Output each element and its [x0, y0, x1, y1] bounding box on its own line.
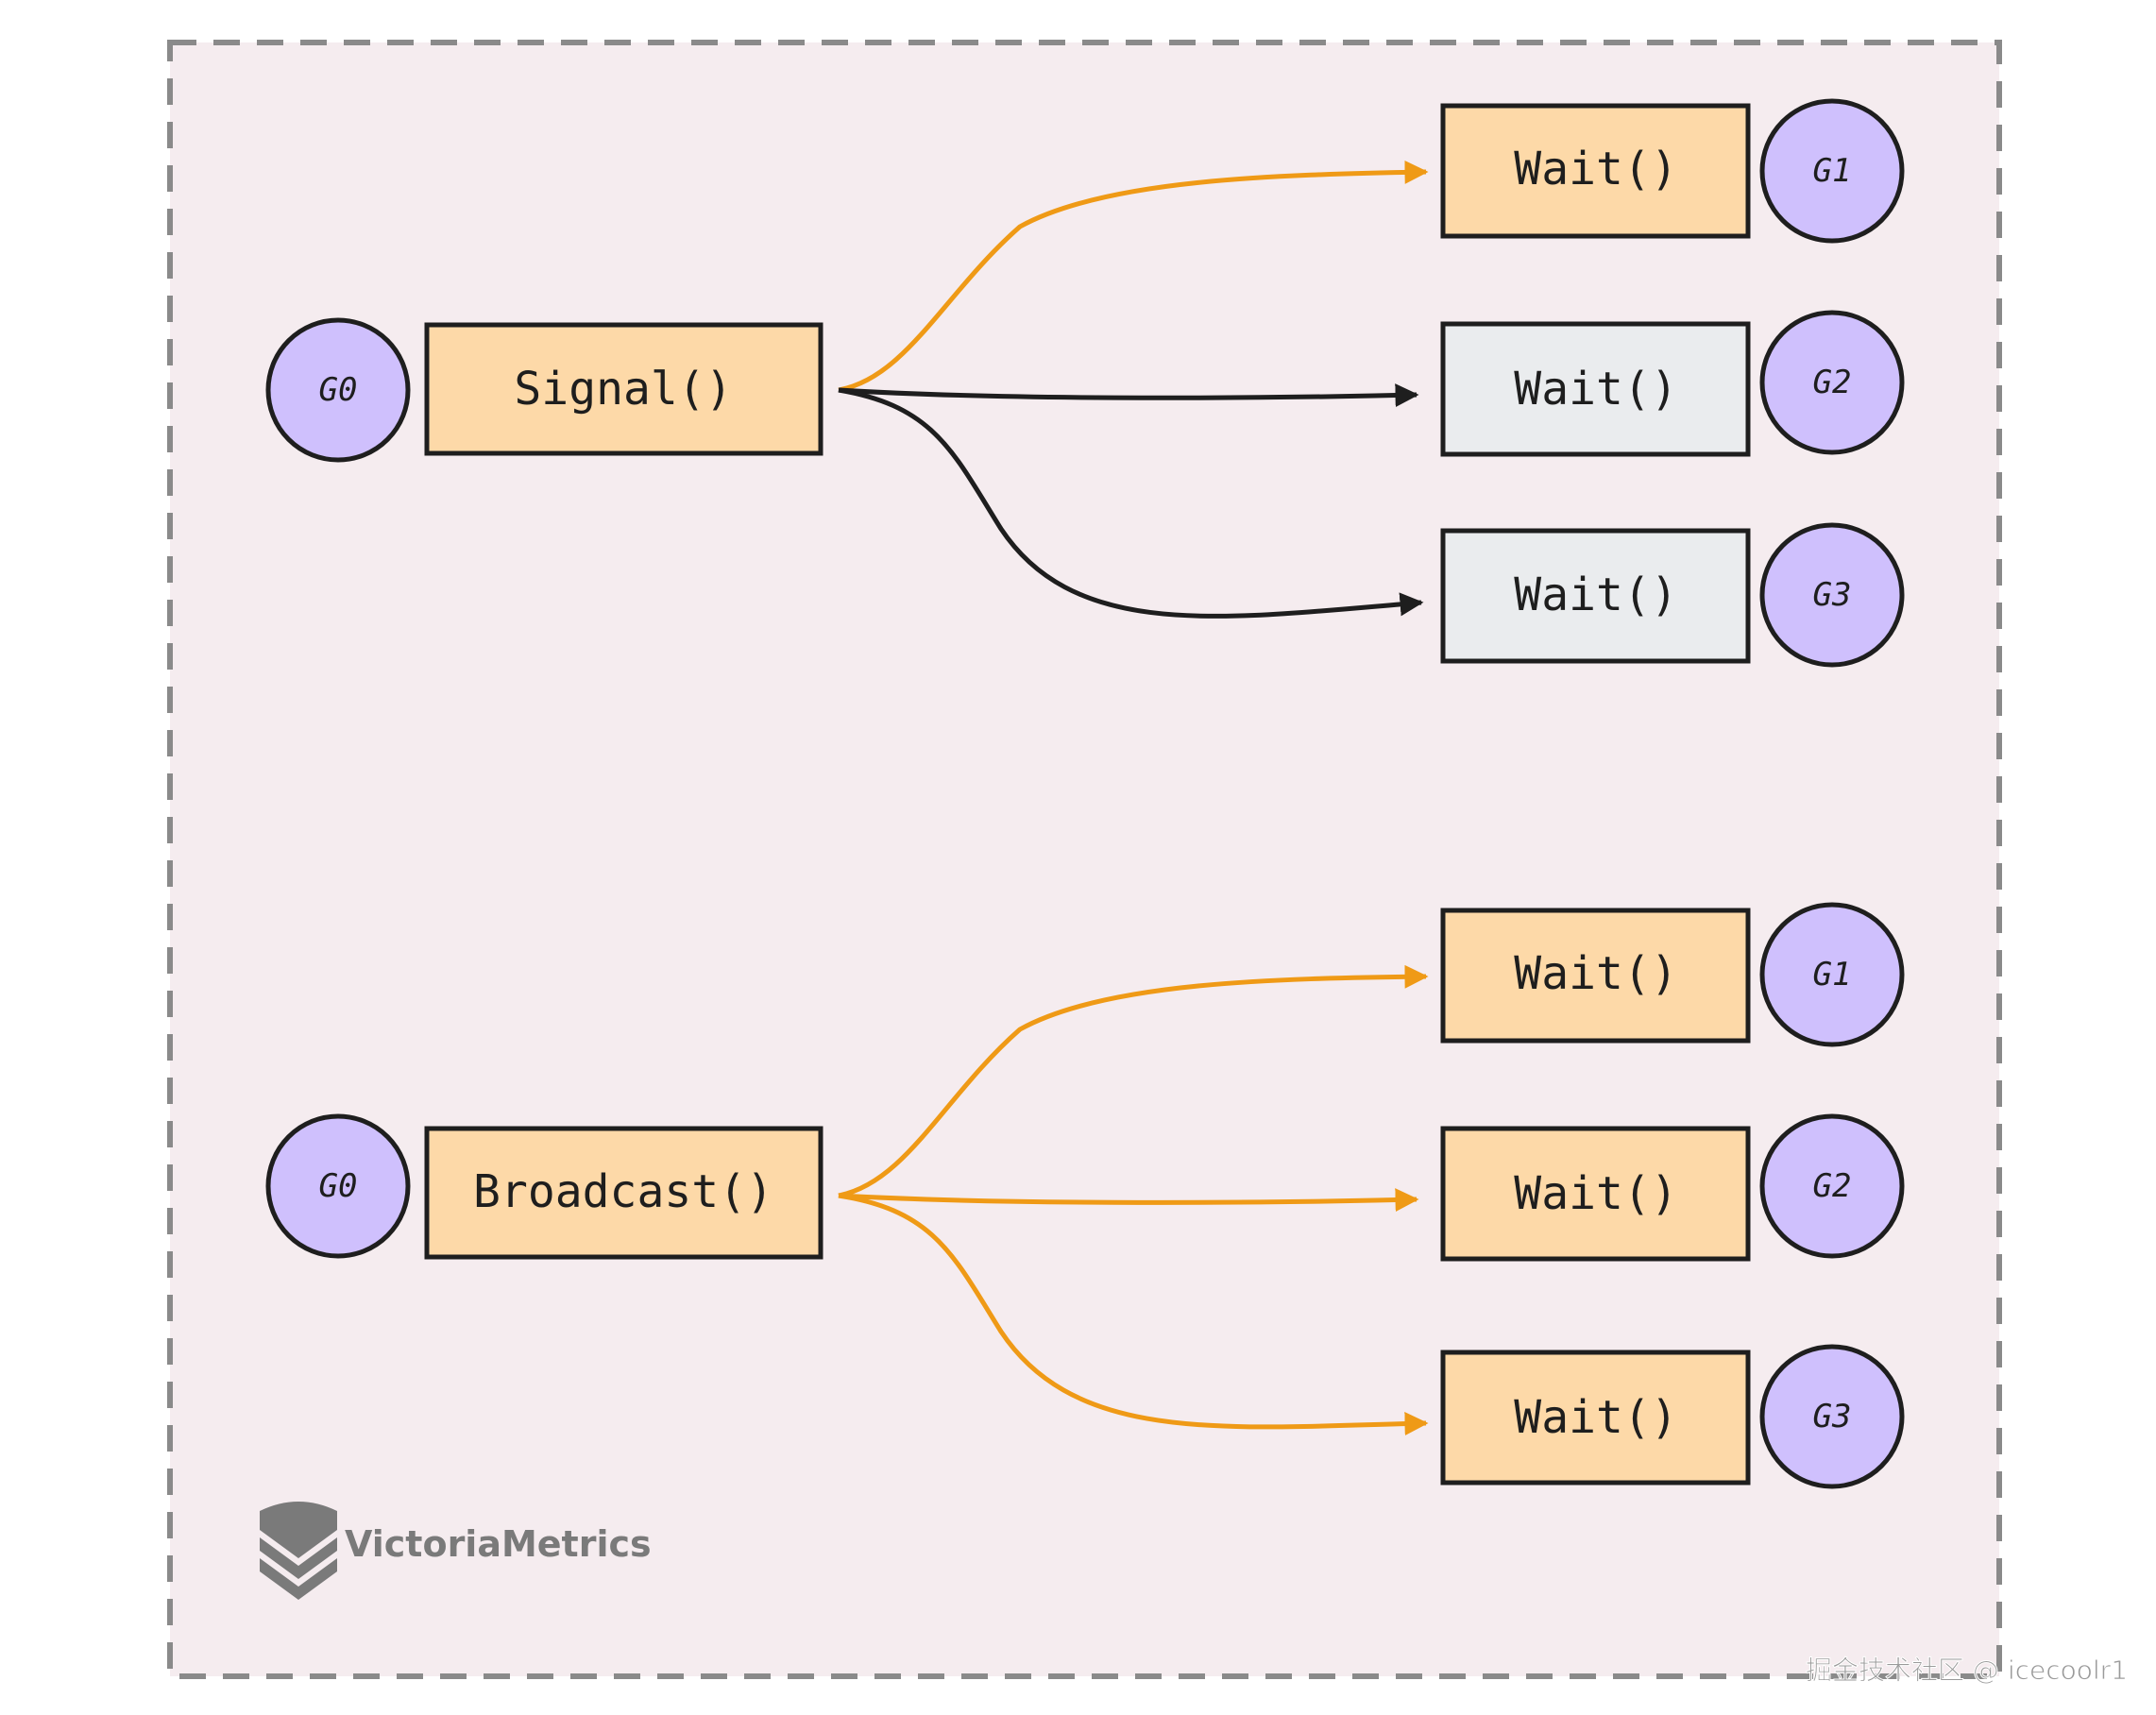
signal-box — [424, 322, 823, 456]
broadcast-wait-box-g2 — [1440, 1126, 1751, 1262]
goroutine-g2-signal-label: G2 — [1813, 364, 1852, 401]
goroutine-g3-broadcast — [1759, 1344, 1905, 1489]
broadcast-wait-label-g3: Wait() — [1514, 1391, 1677, 1444]
broadcast-arrow-g1 — [838, 964, 1429, 1198]
goroutine-g3-signal-label: G3 — [1813, 576, 1852, 614]
goroutine-g0-broadcast-label: G0 — [319, 1167, 358, 1205]
goroutine-g2-broadcast-label: G2 — [1813, 1167, 1852, 1205]
goroutine-g2-signal — [1759, 310, 1905, 455]
goroutine-g0-signal-label: G0 — [319, 371, 358, 409]
signal-wait-label-g3: Wait() — [1514, 569, 1677, 621]
signal-wait-label-g2: Wait() — [1514, 363, 1677, 416]
goroutine-g3-broadcast-label: G3 — [1813, 1398, 1852, 1435]
signal-wait-box-g2 — [1440, 321, 1751, 457]
signal-arrow-g2 — [838, 383, 1419, 408]
broadcast-arrow-g2 — [838, 1188, 1419, 1213]
victoriametrics-logo: VictoriaMetrics — [260, 1502, 652, 1600]
goroutine-g1-signal — [1759, 98, 1905, 244]
broadcast-wait-label-g1: Wait() — [1514, 947, 1677, 1000]
victoriametrics-logo-text: VictoriaMetrics — [345, 1523, 652, 1565]
signal-arrow-g1 — [838, 160, 1429, 393]
victoriametrics-logo-icon — [260, 1502, 337, 1600]
goroutine-g1-broadcast — [1759, 902, 1905, 1047]
broadcast-wait-box-g3 — [1440, 1350, 1751, 1486]
watermark-text: 掘金技术社区 @ icecoolr1 — [1806, 1655, 2128, 1686]
broadcast-wait-box-g1 — [1440, 908, 1751, 1044]
signal-wait-label-g1: Wait() — [1514, 143, 1677, 195]
signal-group: G0 Signal() Wait() G1 Wait() G2 Wait() G… — [265, 98, 1905, 668]
goroutine-g3-signal — [1759, 522, 1905, 668]
signal-wait-box-g1 — [1440, 103, 1751, 239]
broadcast-group: G0 Broadcast() Wait() G1 Wait() G2 Wait(… — [265, 902, 1905, 1489]
signal-arrow-g3 — [838, 387, 1424, 619]
goroutine-g1-broadcast-label: G1 — [1813, 956, 1852, 993]
signal-wait-box-g3 — [1440, 528, 1751, 664]
broadcast-label: Broadcast() — [473, 1165, 773, 1218]
broadcast-arrow-g3 — [838, 1193, 1429, 1436]
goroutine-g1-signal-label: G1 — [1813, 152, 1852, 190]
goroutine-g2-broadcast — [1759, 1113, 1905, 1259]
goroutine-g0-broadcast — [265, 1113, 411, 1259]
broadcast-wait-label-g2: Wait() — [1514, 1167, 1677, 1220]
goroutine-g0-signal — [265, 317, 411, 463]
broadcast-box — [424, 1126, 823, 1260]
signal-label: Signal() — [514, 363, 732, 416]
